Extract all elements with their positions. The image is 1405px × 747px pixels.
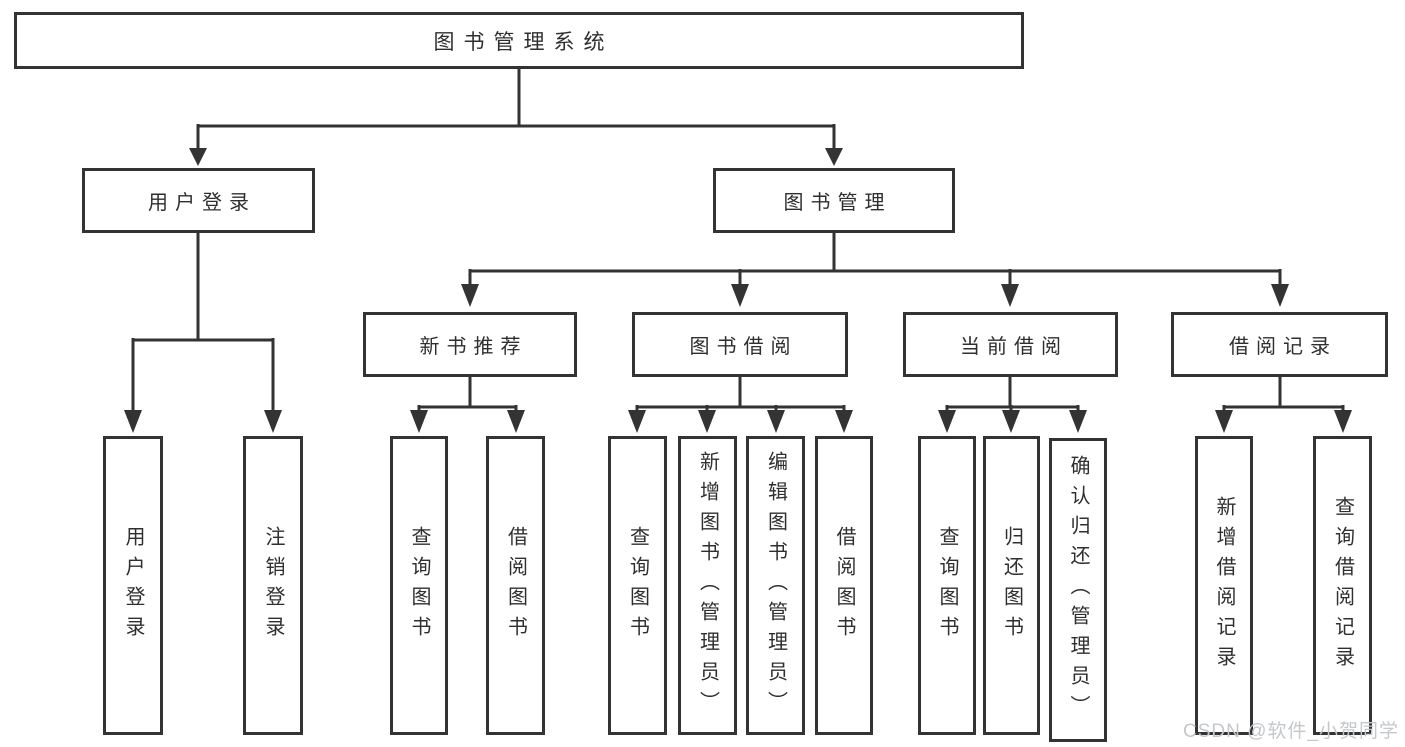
leaf-borrowing-borrow-books: 借阅图书 [815, 436, 873, 735]
current-borrowing-connector [938, 377, 1087, 433]
leaf-borrowing-edit-books: 编辑图书（管理员） [746, 436, 805, 735]
node-current-borrowing: 当前借阅 [903, 312, 1118, 377]
new-books-connector [410, 377, 525, 433]
node-book-mgmt: 图书管理 [713, 168, 955, 233]
leaf-borrowing-query-books: 查询图书 [608, 436, 667, 735]
node-borrowing-records: 借阅记录 [1171, 312, 1388, 377]
leaf-current-confirm-return: 确认归还（管理员） [1049, 438, 1107, 742]
leaf-borrowing-add-books: 新增图书（管理员） [678, 436, 737, 735]
node-user-login: 用户登录 [82, 168, 315, 233]
leaf-newbooks-borrow-books: 借阅图书 [486, 436, 545, 735]
leaf-newbooks-query-books: 查询图书 [390, 436, 448, 735]
leaf-current-return-books: 归还图书 [983, 436, 1040, 735]
node-book-borrowing: 图书借阅 [632, 312, 848, 377]
leaf-logout: 注销登录 [243, 436, 303, 735]
watermark: CSDN @软件_小贺同学 [1183, 721, 1399, 742]
user-login-connector [124, 233, 282, 433]
leaf-user-login: 用户登录 [103, 436, 163, 735]
borrowing-records-connector [1215, 377, 1352, 433]
leaf-current-query-books: 查询图书 [918, 436, 976, 735]
root-connector [189, 69, 843, 166]
book-borrowing-connector [628, 377, 853, 433]
node-root: 图书管理系统 [14, 12, 1024, 69]
book-mgmt-connector [461, 233, 1289, 307]
leaf-records-query-record: 查询借阅记录 [1313, 436, 1372, 735]
node-new-books: 新书推荐 [363, 312, 577, 377]
leaf-records-add-record: 新增借阅记录 [1195, 436, 1253, 735]
